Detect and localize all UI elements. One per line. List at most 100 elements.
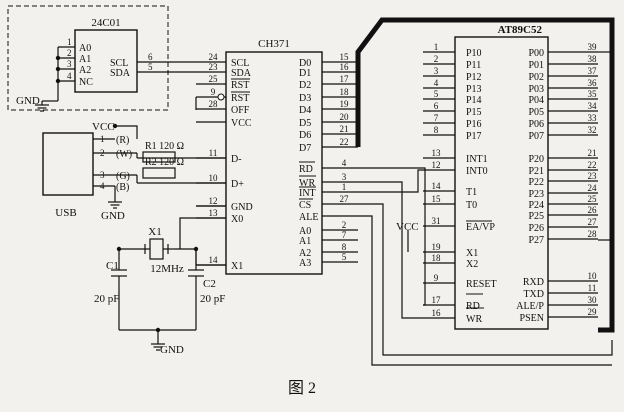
mcu-pin-number: 9 (434, 273, 439, 283)
ch371-pin-label: RST (231, 93, 249, 104)
usb-label: USB (55, 207, 76, 219)
ch371-pin-number: 2 (342, 220, 347, 230)
eeprom-dashed-frame (7, 5, 169, 111)
x0-net (179, 217, 196, 249)
mcu-pin-label: INT0 (466, 166, 488, 177)
mcu-pin-label: P04 (528, 95, 544, 106)
ch371-pin-label: RST (231, 80, 249, 91)
ch371-chip (225, 51, 323, 275)
junction-dot (155, 327, 161, 333)
usb-pin-number: 3 (100, 170, 105, 180)
inverter-bubble (217, 93, 225, 101)
ch371-pin-number: 14 (209, 255, 219, 265)
mcu-pin-number: 28 (588, 229, 598, 239)
ch371-pin-number: 11 (209, 148, 218, 158)
mcu-pin-label: P15 (466, 107, 482, 118)
mcu-pin-label: TXD (523, 289, 544, 300)
mcu-pin-label: RESET (466, 279, 497, 290)
mcu-pin-label: P10 (466, 48, 482, 59)
ch371-pin-number: 12 (209, 196, 218, 206)
mcu-pin-label: RD (466, 301, 480, 312)
ch371-pin-number: 25 (209, 74, 219, 84)
ch371-pin-label: GND (231, 202, 253, 213)
usb-pin-color: (G) (116, 171, 130, 182)
mcu-pin-label: P03 (528, 84, 544, 95)
ch371-pin-number: 24 (209, 52, 219, 62)
eeprom-pin-label: NC (79, 77, 93, 88)
eeprom-pin-label: SDA (110, 68, 131, 79)
ch371-pin-label: VCC (231, 118, 252, 129)
mcu-pin-label: P02 (528, 72, 544, 83)
ch371-pin-number: 5 (342, 252, 347, 262)
mcu-pin-number: 34 (588, 101, 598, 111)
ch371-pin-number: 18 (340, 87, 350, 97)
eeprom-pin-label: SCL (110, 58, 128, 69)
mcu-pin-number: 27 (588, 217, 598, 227)
mcu-pin-number: 19 (432, 242, 442, 252)
mcu-pin-number: 30 (588, 295, 598, 305)
mcu-pin-number: 8 (434, 125, 439, 135)
mcu-pin-number: 21 (588, 148, 597, 158)
mcu-pin-label: P22 (528, 177, 544, 188)
mcu-pin-number: 23 (588, 171, 598, 181)
mcu-pin-label: P26 (528, 223, 544, 234)
mcu-pin-number: 14 (432, 181, 442, 191)
ch371-pin-label: OFF (231, 105, 250, 116)
ch371-pin-number: 9 (211, 87, 216, 97)
ch371-pin-label: A2 (299, 248, 311, 259)
ch371-pin-label: A1 (299, 236, 311, 247)
eeprom-pin-number: 1 (67, 37, 72, 47)
wr-net (358, 181, 423, 319)
ch371-pin-label: SDA (231, 68, 252, 79)
eeprom-pin-label: A1 (79, 54, 91, 65)
r2-label: R2 120 Ω (145, 157, 184, 168)
mcu-pin-number: 1 (434, 42, 439, 52)
mcu-pin-label: T1 (466, 187, 477, 198)
crystal-label: X1 (148, 226, 161, 238)
mcu-pin-label: P05 (528, 107, 544, 118)
usb-pin-number: 2 (100, 148, 105, 158)
eeprom-pin-number: 4 (67, 71, 72, 81)
mcu-pin-number: 7 (434, 113, 439, 123)
ch371-pin-label: SCL (231, 58, 249, 69)
mcu-pin-label: P21 (528, 166, 544, 177)
ch371-pin-number: 8 (342, 242, 347, 252)
ch371-pin-label: D6 (299, 130, 311, 141)
ch371-name: CH371 (258, 38, 290, 50)
mcu-pin-label: ALE/P (516, 301, 544, 312)
ch371-pin-number: 19 (340, 99, 350, 109)
ch371-pin-number: 23 (209, 62, 219, 72)
ch371-pin-number: 17 (340, 74, 350, 84)
eeprom-pin-number: 6 (148, 52, 153, 62)
eeprom-pin-number: 2 (67, 48, 72, 58)
mcu-pin-label: P20 (528, 154, 544, 165)
mcu-pin-number: 31 (432, 216, 441, 226)
mcu-pin-number: 39 (588, 42, 598, 52)
junction-dot (55, 66, 61, 72)
mcu-pin-label: P27 (528, 235, 544, 246)
usb-pin-number: 1 (100, 134, 105, 144)
ch371-pin-label: RD (299, 164, 313, 175)
eeprom-pin-label: A2 (79, 65, 91, 76)
ch371-pin-number: 10 (209, 173, 219, 183)
mcu-pin-label: P13 (466, 84, 482, 95)
mcu-pin-number: 29 (588, 307, 598, 317)
resistor-r1 (142, 151, 176, 163)
ch371-pin-label: A0 (299, 226, 311, 237)
eeprom-pin-number: 3 (67, 59, 72, 69)
ch371-pin-number: 15 (340, 52, 350, 62)
mcu-pin-label: P25 (528, 211, 544, 222)
mcu-pin-label: X2 (466, 259, 478, 270)
ale-net (358, 215, 612, 366)
mcu-pin-label: P17 (466, 131, 482, 142)
mcu-pin-label: P00 (528, 48, 544, 59)
junction-dot (55, 78, 61, 84)
usb-connector (42, 132, 94, 196)
ch371-pin-label: WR (299, 178, 315, 189)
usb-pin-color: (R) (116, 135, 129, 146)
mcu-pin-number: 26 (588, 205, 598, 215)
mcu-pin-number: 18 (432, 253, 442, 263)
mcu-pin-number: 4 (434, 78, 439, 88)
